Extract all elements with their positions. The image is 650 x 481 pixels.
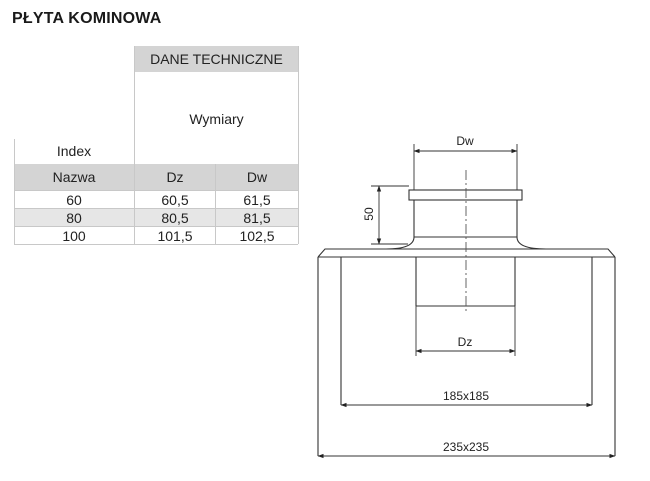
cell-dw: 102,5	[239, 227, 275, 244]
column-header-dw: Dw	[216, 164, 298, 190]
header-index: Index	[56, 143, 92, 159]
height-dimension	[371, 185, 409, 245]
inner-plate-label: 185x185	[443, 389, 489, 403]
dw-label: Dw	[456, 134, 474, 148]
dz-label: Dz	[458, 335, 473, 349]
cell-dw: 61,5	[243, 191, 271, 208]
cell-dz: 60,5	[161, 191, 189, 208]
cell-dz: 101,5	[157, 227, 193, 244]
column-header-dz: Dz	[135, 164, 215, 190]
chimney-plate-outline	[317, 248, 616, 456]
table-divider	[14, 139, 15, 244]
page-title: PŁYTA KOMINOWA	[12, 10, 162, 27]
column-header-nazwa: Nazwa	[14, 164, 134, 190]
header-dane-techniczne: DANE TECHNICZNE	[135, 46, 298, 72]
table-divider	[14, 208, 298, 209]
height-label: 50	[362, 207, 376, 221]
table-divider	[14, 226, 298, 227]
cell-dw: 81,5	[216, 209, 298, 226]
cell-nazwa: 100	[62, 227, 86, 244]
outer-plate-label: 235x235	[443, 440, 489, 454]
dw-dimension	[413, 144, 518, 190]
pipe-outline	[385, 189, 547, 307]
table-divider	[14, 190, 298, 191]
table-divider	[14, 244, 298, 245]
table-divider	[298, 46, 299, 244]
dz-dimension	[415, 306, 516, 356]
cell-dz: 80,5	[135, 209, 215, 226]
cell-nazwa: 80	[14, 209, 134, 226]
header-wymiary: Wymiary	[189, 111, 244, 127]
table-divider	[215, 164, 216, 244]
cell-nazwa: 60	[66, 191, 82, 208]
table-divider	[134, 46, 135, 244]
